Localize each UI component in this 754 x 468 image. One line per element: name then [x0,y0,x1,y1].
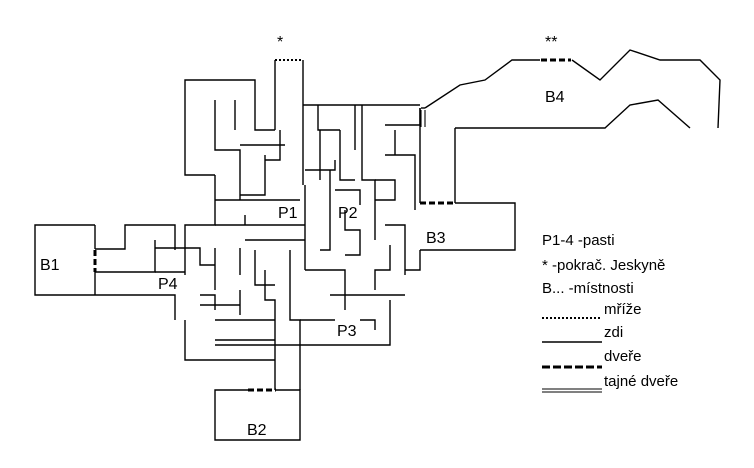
legend-cave-continues: * -pokrač. Jeskyně [542,257,665,274]
cave-b4 [420,49,721,129]
legend-secret-doors: tajné dveře [604,373,678,390]
room-label-b2: B2 [247,422,267,439]
room-label-b1: B1 [40,257,60,274]
legend-rooms: B... -místnosti [542,280,634,297]
trap-label-p2: P2 [338,205,358,222]
legend-grate: mříže [604,301,642,318]
exit-top [274,59,304,185]
cave-continues-marker: * [277,34,283,51]
room-b3 [420,128,516,251]
trap-label-p4: P4 [158,276,178,293]
legend-traps: P1-4 -pasti [542,232,615,249]
legend: P1-4 -pasti * -pokrač. Jeskyně B... -mís… [542,232,678,393]
trap-label-p3: P3 [337,323,357,340]
trap-label-p1: P1 [278,205,298,222]
room-label-b3: B3 [426,230,446,247]
room-b2 [214,388,301,441]
cave-continues-marker-double: ** [545,34,557,51]
room-b1 [34,224,97,296]
room-label-b4: B4 [545,89,565,106]
legend-doors: dveře [604,348,642,365]
legend-walls: zdi [604,324,623,341]
labyrinth-walls [95,79,421,390]
